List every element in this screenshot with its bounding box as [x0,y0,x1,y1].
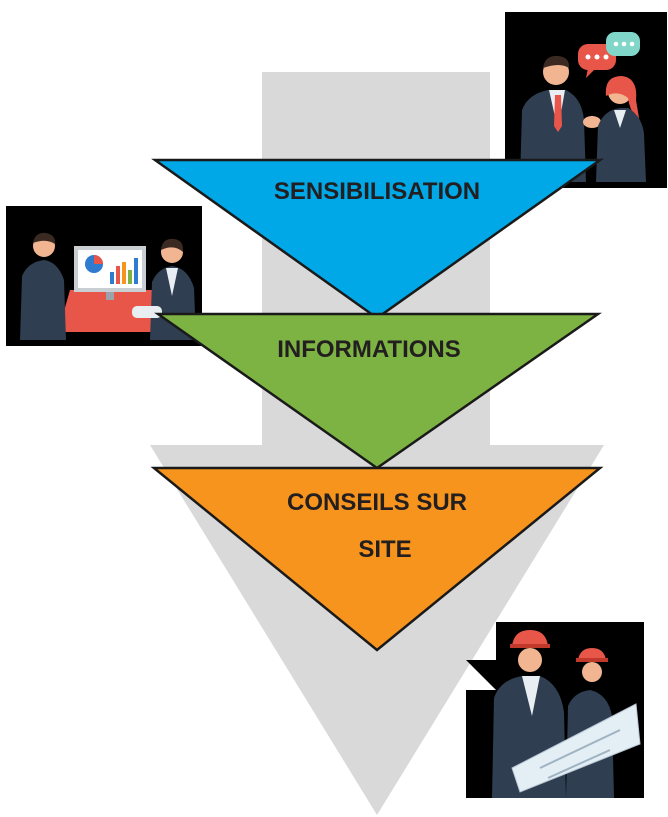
stage-conseils-sur-site: CONSEILS SUR SITE [150,466,604,652]
stage-informations-label: INFORMATIONS [277,336,461,363]
stage-conseils-label-line2: SITE [358,536,411,563]
engineers-blueprint-icon [466,622,644,798]
stage-sensibilisation: SENSIBILISATION [151,158,604,320]
stage-sensibilisation-label: SENSIBILISATION [274,178,480,205]
stage-conseils-label-line1: CONSEILS SUR [287,489,467,516]
stage-informations: INFORMATIONS [154,312,602,470]
